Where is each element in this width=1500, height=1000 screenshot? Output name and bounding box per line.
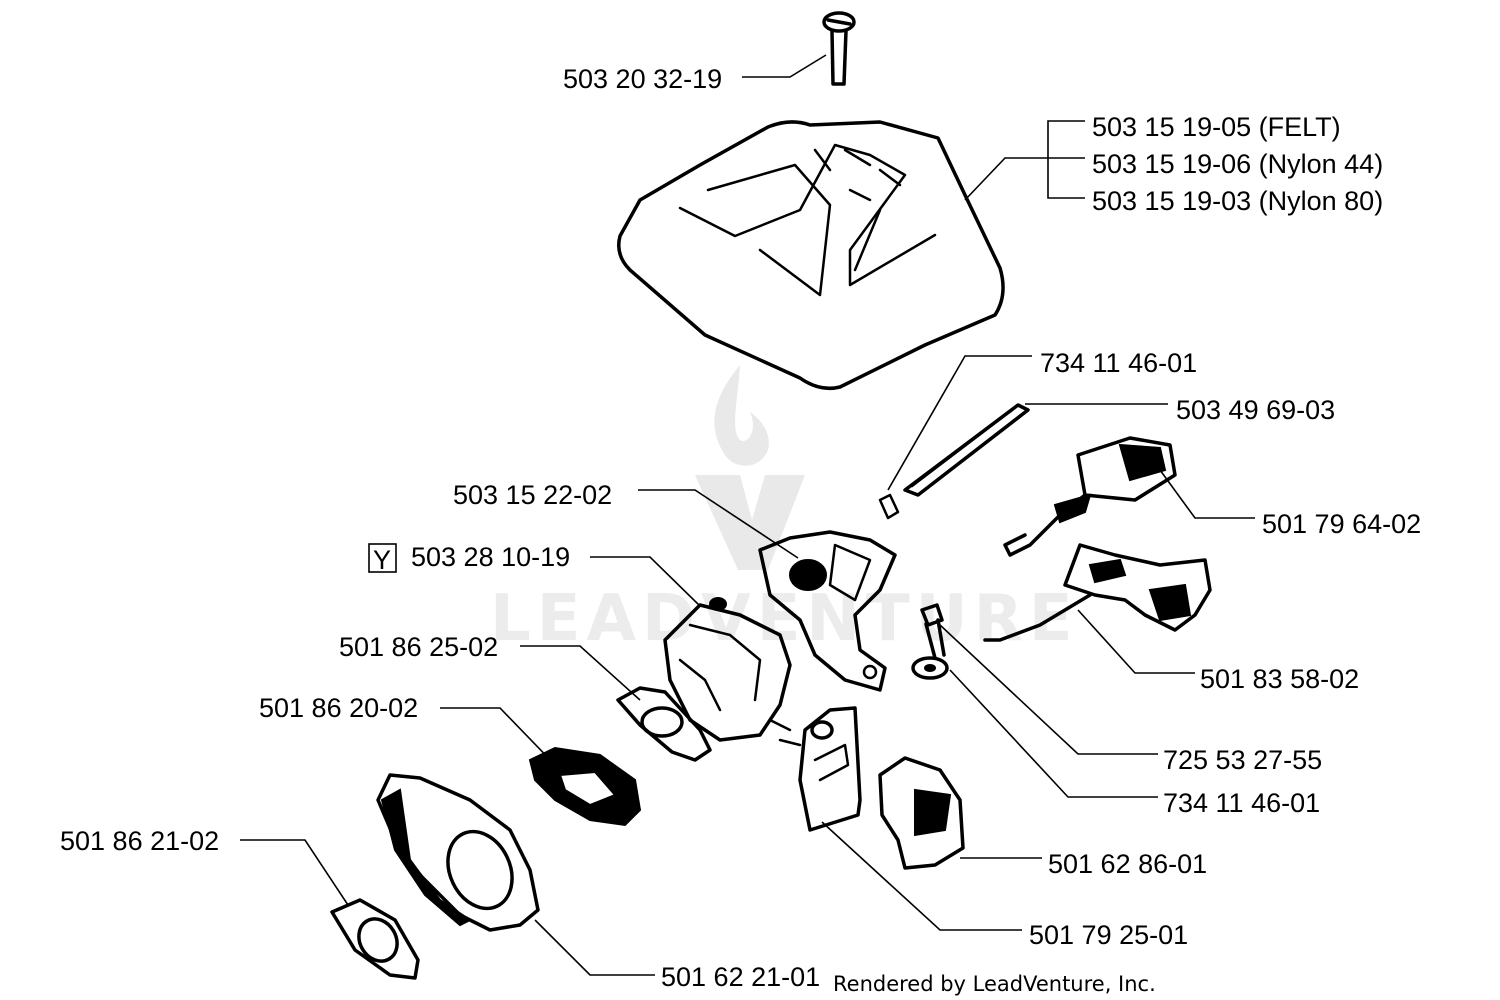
label-503-15-19-05: 503 15 19-05 (FELT)	[1092, 112, 1341, 142]
insulator-501-86-20-02	[528, 746, 642, 827]
throttle-linkage-501-83-58-02	[983, 543, 1212, 642]
intake-501-62-21-01	[376, 773, 540, 932]
label-503-15-22-02: 503 15 22-02	[453, 480, 612, 510]
carburetor-marker-box: Y	[368, 543, 397, 575]
plate-501-79-25-01	[798, 706, 862, 832]
label-734-11-46-01-lower: 734 11 46-01	[1163, 788, 1320, 818]
label-501-79-64-02: 501 79 64-02	[1262, 509, 1421, 539]
label-503-49-69-03: 503 49 69-03	[1176, 395, 1335, 425]
label-501-86-21-02: 501 86 21-02	[60, 826, 219, 856]
air-filter-cover	[617, 120, 1005, 391]
screw-725-53-27-55	[920, 603, 946, 660]
label-501-79-25-01: 501 79 25-01	[1029, 920, 1188, 950]
label-501-62-86-01: 501 62 86-01	[1048, 849, 1207, 879]
gasket-501-86-25-02	[616, 686, 712, 762]
adapter-503-15-22-02	[758, 530, 897, 692]
rubber-boot-501-79-64-02	[1003, 436, 1177, 557]
label-501-86-25-02: 501 86 25-02	[339, 632, 498, 662]
credit-text: Rendered by LeadVenture, Inc.	[833, 972, 1156, 996]
label-503-15-19-06: 503 15 19-06 (Nylon 44)	[1092, 149, 1383, 179]
gasket-501-86-21-02	[330, 898, 420, 980]
carburetor-503-28-10-19	[663, 597, 802, 747]
label-725-53-27-55: 725 53 27-55	[1163, 745, 1322, 775]
label-503-28-10-19: 503 28 10-19	[411, 542, 570, 572]
label-501-62-21-01: 501 62 21-01	[661, 962, 820, 992]
washer-734-11-46-01-lower	[911, 656, 949, 680]
block-501-62-86-01	[878, 756, 965, 870]
label-503-15-19-03: 503 15 19-03 (Nylon 80)	[1092, 186, 1383, 216]
rod-503-49-69-03	[903, 403, 1030, 497]
screw-503-20-32-19	[822, 11, 856, 86]
leader-lines	[240, 54, 1255, 976]
carburetor-marker-letter: Y	[373, 545, 391, 575]
nut-734-11-46-01-upper	[878, 493, 900, 520]
label-734-11-46-01-upper: 734 11 46-01	[1040, 348, 1197, 378]
label-501-86-20-02: 501 86 20-02	[259, 693, 418, 723]
label-501-83-58-02: 501 83 58-02	[1200, 664, 1359, 694]
label-503-20-32-19: 503 20 32-19	[563, 64, 722, 94]
leadventure-watermark-logo	[695, 365, 805, 570]
